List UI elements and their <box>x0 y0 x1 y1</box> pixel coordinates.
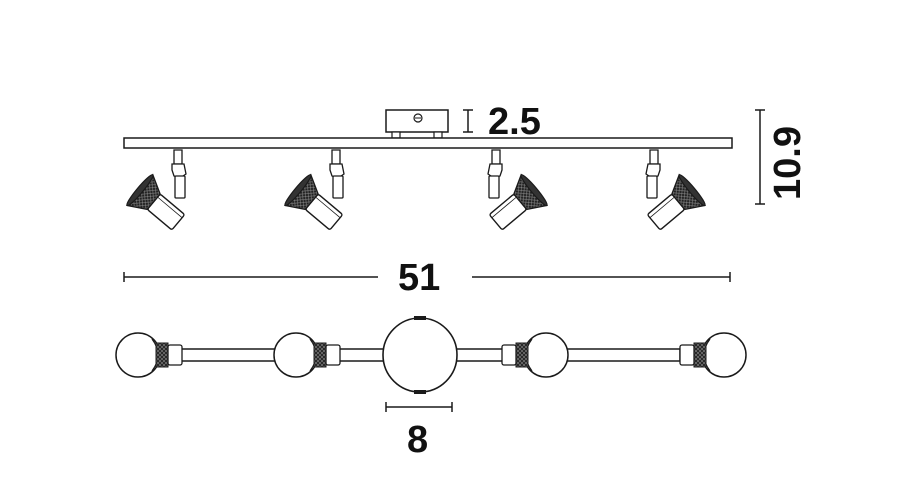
base-height-label: 2.5 <box>488 101 541 143</box>
base-height-dimension: 2.5 <box>463 101 541 143</box>
spotlight-2 <box>282 149 350 239</box>
spotlight-3 <box>483 150 549 238</box>
total-height-label: 10.9 <box>767 126 809 200</box>
top-spot-1 <box>115 332 183 378</box>
side-view: 2.5 10.9 51 <box>123 101 809 299</box>
total-length-dimension: 51 <box>123 257 731 299</box>
top-spot-3 <box>501 332 569 378</box>
top-view: 8 <box>115 316 747 461</box>
total-height-dimension: 10.9 <box>755 109 809 205</box>
spotlight-4 <box>641 150 707 238</box>
top-spot-2 <box>273 332 341 378</box>
rail-bar <box>123 137 733 149</box>
top-spot-4 <box>679 332 747 378</box>
spotlight-1 <box>124 149 192 239</box>
total-length-label: 51 <box>398 257 440 299</box>
base-diameter-dimension: 8 <box>385 402 453 461</box>
top-base-disc <box>382 317 458 393</box>
base-diameter-label: 8 <box>407 419 428 461</box>
